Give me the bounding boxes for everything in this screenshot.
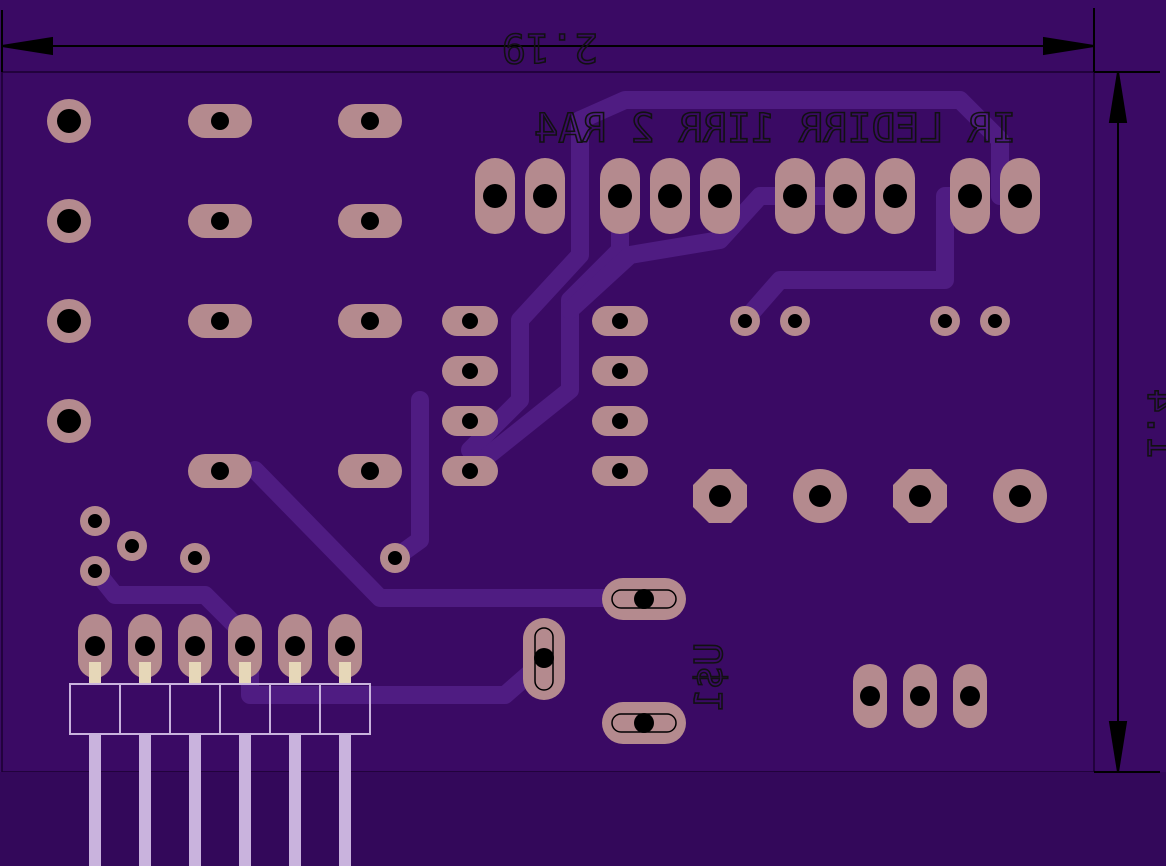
regulator-pad (903, 664, 937, 728)
header-pad (228, 614, 262, 678)
header-pin-leads (89, 735, 351, 866)
crystal-pad-vertical (523, 618, 565, 700)
via (180, 543, 210, 573)
oval-pad (338, 304, 402, 338)
dip-footprint (442, 306, 648, 486)
crystal-footprint (523, 578, 686, 744)
via (980, 306, 1010, 336)
oval-pad-columns (188, 104, 402, 488)
oval-pad (188, 304, 252, 338)
ic-pad (592, 306, 648, 336)
header-body-outline (69, 683, 371, 735)
pin-header (69, 614, 371, 866)
regulator-footprint (853, 664, 987, 728)
trace-1 (571, 91, 1009, 205)
via (380, 543, 410, 573)
top-connector-pads (475, 158, 1040, 234)
round-pad (47, 199, 91, 243)
component-label: U$1 (687, 643, 731, 712)
large-pads-row (693, 469, 1047, 523)
via (80, 506, 110, 536)
ic-pad (592, 356, 648, 386)
trace-7 (246, 461, 654, 607)
oval-pad (188, 104, 252, 138)
ic-pad (442, 306, 498, 336)
connector-pad (650, 158, 690, 234)
connector-pad (475, 158, 515, 234)
width-dimension-label: 2.19 (502, 24, 598, 70)
height-dimension-label: 1.4 (1138, 389, 1166, 461)
ic-pad (442, 356, 498, 386)
round-pad (47, 99, 91, 143)
height-dimension (1094, 71, 1160, 773)
header-pin-stubs (89, 662, 351, 684)
oval-pad (188, 204, 252, 238)
connector-pad (525, 158, 565, 234)
via (930, 306, 960, 336)
ic-pad (442, 456, 498, 486)
crystal-pad (602, 702, 686, 744)
via (780, 306, 810, 336)
oval-pad (338, 454, 402, 488)
header-pad (178, 614, 212, 678)
connector-pad (700, 158, 740, 234)
regulator-pad (953, 664, 987, 728)
below-board-area (0, 772, 1166, 866)
trace-2 (461, 111, 589, 459)
octagon-pad (693, 469, 747, 523)
crystal-pad (602, 578, 686, 620)
width-dimension (1, 8, 1095, 72)
via (730, 306, 760, 336)
round-pad (47, 399, 91, 443)
round-pad (993, 469, 1047, 523)
via (117, 531, 147, 561)
left-round-pads (47, 99, 91, 443)
connector-pad (875, 158, 915, 234)
connector-pad (775, 158, 815, 234)
connector-pad (950, 158, 990, 234)
ic-pad (592, 456, 648, 486)
oval-pad (338, 204, 402, 238)
oval-pad (188, 454, 252, 488)
ic-pad (592, 406, 648, 436)
via (80, 556, 110, 586)
header-pad (328, 614, 362, 678)
header-pad (128, 614, 162, 678)
regulator-pad (853, 664, 887, 728)
round-pad (47, 299, 91, 343)
header-pads (78, 614, 362, 678)
connector-pad (825, 158, 865, 234)
ic-pad (442, 406, 498, 436)
oval-pad (338, 104, 402, 138)
header-pad (278, 614, 312, 678)
connector-labels: IR LEDIRR 1IRR 2 RA4 (534, 106, 1016, 152)
small-vias (80, 306, 1010, 586)
octagon-pad (893, 469, 947, 523)
connector-pad (1000, 158, 1040, 234)
connector-pad (600, 158, 640, 234)
round-pad (793, 469, 847, 523)
header-pad (78, 614, 112, 678)
